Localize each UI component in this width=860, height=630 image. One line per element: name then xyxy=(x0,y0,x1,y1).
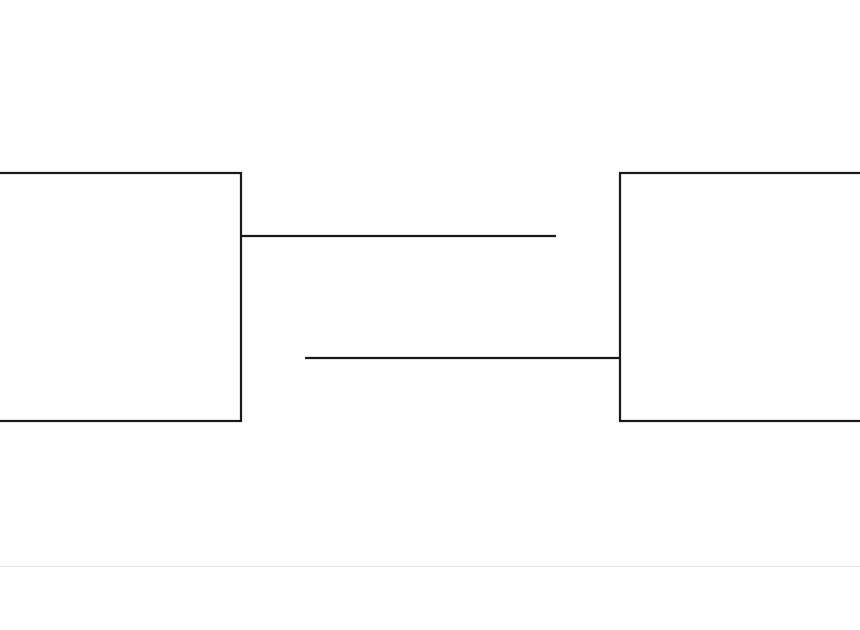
right-block xyxy=(618,171,860,423)
footer-divider xyxy=(0,566,860,567)
left-block xyxy=(0,171,243,423)
